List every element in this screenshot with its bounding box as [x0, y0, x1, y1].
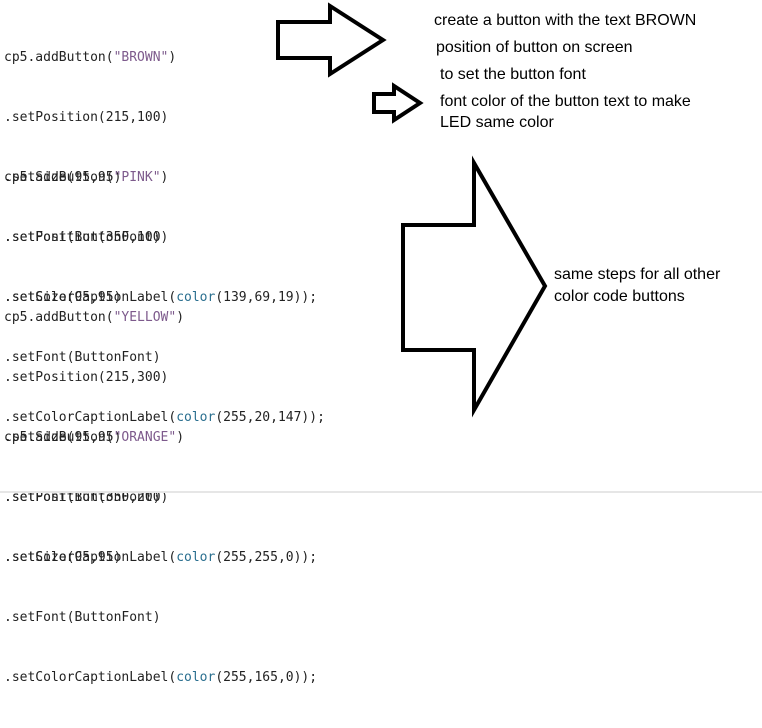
code-text: .setColorCaptionLabel(: [4, 290, 177, 305]
code-string: "ORANGE": [113, 430, 177, 445]
code-text: cp5.addButton(: [4, 170, 114, 185]
code-text: ): [176, 430, 185, 445]
code-text: .setColorCaptionLabel(: [4, 670, 177, 685]
right-arrow-icon: [276, 2, 387, 78]
code-line: cp5.addButton("YELLOW"): [4, 308, 317, 328]
code-keyword: color: [176, 670, 216, 685]
code-text: ): [176, 310, 185, 325]
code-line: .setFont(ButtonFont): [4, 610, 161, 625]
code-text: (255,165,0));: [215, 670, 318, 685]
arrows-layer: [276, 2, 548, 418]
code-text: cp5.addButton(: [4, 310, 114, 325]
note-led-color: LED same color: [440, 114, 554, 131]
code-text: (139,69,19));: [215, 290, 318, 305]
code-text: cp5.addButton(: [4, 430, 114, 445]
code-text: .setColorCaptionLabel(: [4, 410, 177, 425]
note-position: position of button on screen: [436, 39, 633, 56]
code-line: .setColorCaptionLabel(color(255,165,0));: [4, 668, 317, 688]
code-line: cp5.addButton("ORANGE"): [4, 428, 317, 448]
code-line: .setColorCaptionLabel(color(139,69,19));: [4, 288, 317, 308]
divider: [0, 491, 762, 493]
code-line: .setFont(ButtonFont): [4, 230, 161, 245]
note-font: to set the button font: [440, 66, 586, 83]
code-line: .setSize(95,95): [4, 430, 122, 445]
note-color-buttons: color code buttons: [554, 288, 685, 305]
code-line: cp5.addButton("PINK"): [4, 168, 325, 188]
code-text: cp5.addButton(: [4, 50, 114, 65]
big-right-arrow-icon: [401, 155, 548, 418]
code-line: .setPosition(215,300): [4, 370, 169, 385]
note-same-steps: same steps for all other: [554, 266, 721, 283]
code-text: ): [160, 170, 169, 185]
note-create-button: create a button with the text BROWN: [434, 12, 697, 29]
code-string: "YELLOW": [113, 310, 177, 325]
code-line: .setFont(ButtonFont): [4, 350, 161, 365]
code-line: .setPosition(215,100): [4, 110, 169, 125]
diagram-canvas: cp5.addButton("BROWN") .setPosition(215,…: [0, 2, 762, 685]
code-block-pink: cp5.addButton("PINK") .setPosition(350,1…: [4, 128, 325, 468]
code-line: cp5.addButton("BROWN"): [4, 48, 317, 68]
code-line: .setSize(95,95): [4, 550, 122, 565]
small-right-arrow-icon: [372, 82, 424, 124]
code-line: .setPosition(350,100): [4, 230, 169, 245]
code-line: .setSize(95,95): [4, 170, 122, 185]
code-text: (255,20,147));: [215, 410, 325, 425]
code-string: "PINK": [113, 170, 161, 185]
code-text: ): [168, 50, 177, 65]
code-line: .setColorCaptionLabel(color(255,20,147))…: [4, 408, 325, 428]
code-string: "BROWN": [113, 50, 169, 65]
code-line: .setSize(95,95): [4, 290, 122, 305]
code-keyword: color: [176, 290, 216, 305]
note-font-color: font color of the button text to make: [440, 93, 691, 110]
code-block-brown: cp5.addButton("BROWN") .setPosition(215,…: [4, 8, 317, 348]
code-keyword: color: [176, 410, 216, 425]
